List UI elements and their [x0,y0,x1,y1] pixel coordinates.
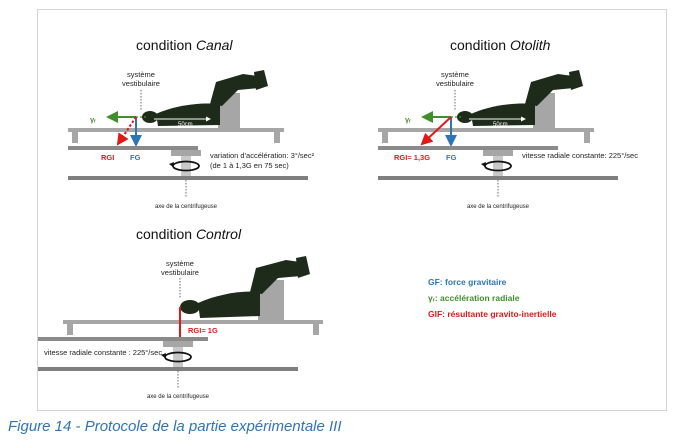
canal-rotation-arrowhead-icon [169,162,174,167]
control-rotation-arrowhead-icon [161,353,166,358]
panel-control: condition Control système vestibulaire R… [38,226,323,400]
canal-param-line2: (de 1 à 1,3G en 75 sec) [210,161,289,170]
control-axle [173,347,183,367]
protocol-figure: condition Canal système vestibulaire 50c… [37,9,667,411]
control-floor [38,367,298,371]
otolith-axle [493,156,503,176]
control-vestibulaire-label: vestibulaire [161,268,199,277]
canal-hub [171,150,201,156]
otolith-fg-label: FG [446,153,457,162]
control-hub [163,341,193,347]
otolith-gamma-label: γᵣ [405,115,411,124]
otolith-subject-silhouette [457,70,583,126]
otolith-rgi-label: RGI= 1,3G [394,153,430,162]
legend-gamma: γᵣ: accélération radiale [428,293,520,303]
otolith-systeme-label: système [441,70,469,79]
legend-gif: GIF: résultante gravito-inertielle [428,309,557,319]
legend: GF: force gravitaire γᵣ: accélération ra… [428,277,557,319]
control-platform-leg [313,324,319,335]
otolith-arm [378,146,558,150]
otolith-gif-arrow [420,116,452,146]
figure-caption: Figure 14 - Protocole de la partie expér… [8,418,342,435]
protocol-diagram: condition Canal système vestibulaire 50c… [38,37,638,400]
otolith-hub [483,150,513,156]
otolith-distance-label: 50cm [493,122,508,128]
canal-axis-label: axe de la centrifugeuse [155,204,218,210]
control-platform-leg [67,324,73,335]
otolith-title: condition Otolith [450,37,551,53]
canal-gamma-label: γᵣ [90,115,96,124]
control-subject-silhouette [180,256,310,318]
otolith-platform-leg [382,132,388,143]
otolith-floor [378,176,618,180]
canal-floor [68,176,308,180]
canal-fg-label: FG [130,153,141,162]
control-systeme-label: système [166,259,194,268]
canal-platform-leg [274,132,280,143]
canal-gif-arrow [116,116,137,146]
panel-otolith: condition Otolith système vestibulaire 5… [378,37,638,210]
control-param-line1: vitesse radiale constante : 225°/sec [44,348,162,357]
otolith-axis-label: axe de la centrifugeuse [467,204,530,210]
panel-canal: condition Canal système vestibulaire 50c… [68,37,315,210]
canal-platform [68,128,284,132]
canal-systeme-label: système [127,70,155,79]
canal-rgi-label: RGI [101,153,114,162]
canal-distance-label: 50cm [178,122,193,128]
control-platform [63,320,323,324]
canal-param-line1: variation d'accélération: 3°/sec² [210,151,315,160]
control-title: condition Control [136,226,242,242]
otolith-platform [378,128,594,132]
otolith-vestibulaire-label: vestibulaire [436,79,474,88]
canal-subject-silhouette [142,70,268,126]
canal-platform-leg [72,132,78,143]
control-rgi-label: RGI= 1G [188,326,218,335]
canal-axle [181,156,191,176]
otolith-param-line1: vitesse radiale constante: 225°/sec [522,151,638,160]
otolith-platform-leg [584,132,590,143]
canal-arm [68,146,198,150]
otolith-rotation-arrowhead-icon [481,162,486,167]
control-axis-label: axe de la centrifugeuse [147,394,210,400]
canal-vestibulaire-label: vestibulaire [122,79,160,88]
legend-gf: GF: force gravitaire [428,277,507,287]
control-arm [38,337,208,341]
canal-title: condition Canal [136,37,233,53]
